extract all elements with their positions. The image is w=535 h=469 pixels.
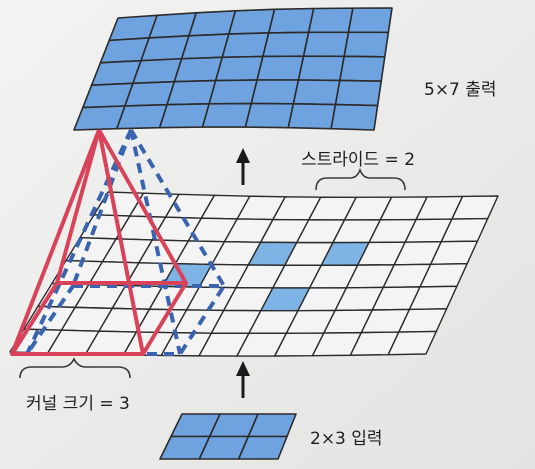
shifted-kernel-edge [71, 129, 133, 287]
shifted-kernel-edge [129, 129, 182, 355]
grid-cell [244, 102, 295, 129]
input-label: 2×3 입력 [310, 429, 383, 449]
grid-cell [292, 79, 341, 106]
shifted-kernel-base [25, 284, 226, 356]
grid-cell [343, 31, 390, 58]
grid-cell [307, 7, 354, 34]
grid-cell [267, 7, 315, 34]
grid-cell [173, 56, 224, 83]
grid-cell [297, 55, 345, 82]
output-label: 5×7 출력 [424, 80, 497, 100]
grid-cell [166, 79, 217, 106]
kernel-edge [97, 129, 188, 284]
grid-cell [250, 79, 300, 105]
grid-cell [256, 55, 305, 81]
grid-cell [339, 55, 386, 82]
grid-cell [188, 9, 237, 37]
grid-cell [221, 32, 270, 59]
arrow-up-icon [236, 361, 250, 398]
grid-cell [228, 8, 276, 35]
shifted-kernel-dashed [25, 128, 226, 356]
grid-cell [208, 79, 258, 105]
kernel-edge [55, 129, 101, 284]
grid-cell [347, 7, 393, 34]
grid-cell [237, 435, 288, 460]
grid-cell [158, 103, 210, 129]
grid-cell [387, 330, 437, 356]
grid-cell [116, 103, 168, 130]
shifted-kernel-edge [25, 129, 133, 355]
stride-brace [315, 167, 406, 191]
grid-cell [214, 55, 264, 82]
output-grid [73, 7, 393, 131]
arrow-up-icon [236, 148, 250, 185]
kernel-pyramid [10, 129, 188, 356]
grid-cell [262, 31, 310, 58]
grid-cell [334, 79, 383, 107]
grid-cell [180, 33, 230, 60]
input-grid [159, 413, 297, 460]
kernel-size-label: 커널 크기 = 3 [26, 394, 130, 414]
grid-cell [330, 103, 379, 131]
stride-label: 스트라이드 = 2 [301, 150, 415, 170]
shifted-kernel-edge [129, 128, 226, 288]
grid-cell [201, 102, 253, 128]
kernel-size-brace [19, 357, 131, 379]
grid-cell [302, 31, 350, 58]
kernel-edge [10, 129, 101, 355]
grid-cell [287, 103, 337, 130]
kernel-edge [97, 129, 145, 355]
